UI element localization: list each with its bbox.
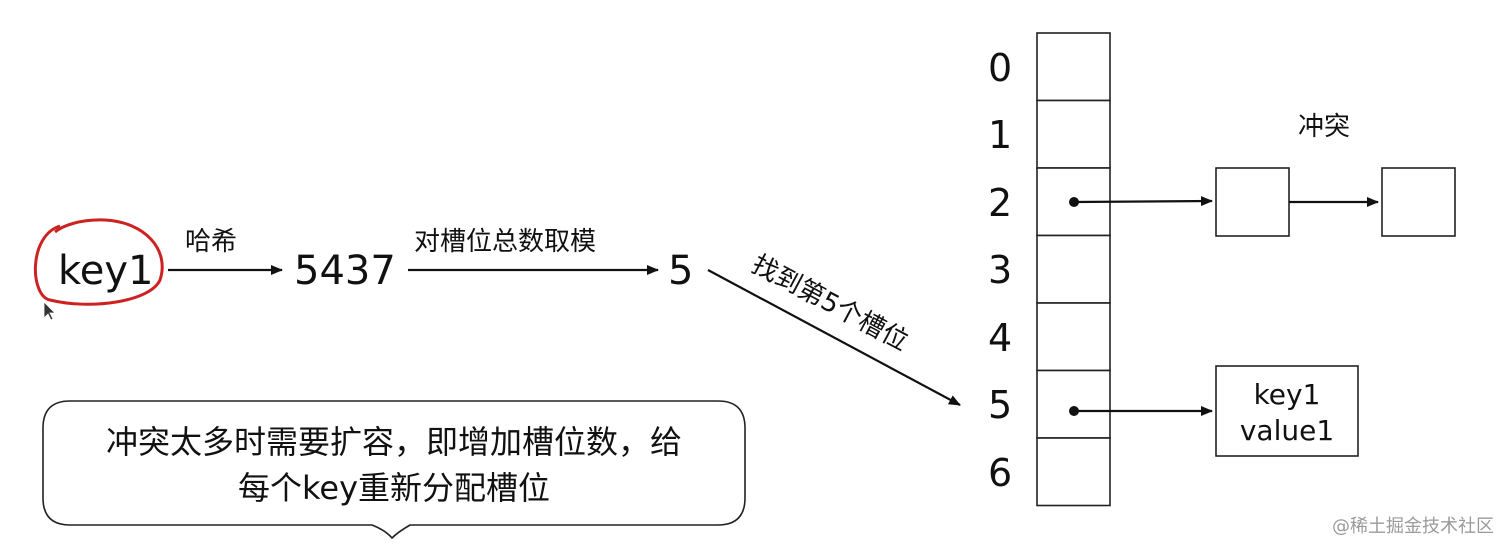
slot-index: 6 xyxy=(988,451,1012,495)
entry-node xyxy=(1215,365,1359,457)
mod-label: 对槽位总数取模 xyxy=(414,227,596,257)
slot-array xyxy=(1036,32,1111,507)
red-circle-annotation xyxy=(33,218,164,306)
find-slot-arrow xyxy=(707,269,961,406)
slot-index: 4 xyxy=(988,316,1012,360)
cursor-icon xyxy=(43,301,56,321)
collision-label: 冲突 xyxy=(1298,112,1350,142)
slot-cell xyxy=(1036,437,1111,507)
note-callout xyxy=(42,400,746,540)
slot-index: 5 xyxy=(988,383,1012,427)
key-label: key1 xyxy=(58,248,153,294)
watermark: @稀土掘金技术社区 xyxy=(1332,516,1494,537)
entry-value: value1 xyxy=(1240,414,1334,447)
collision-node xyxy=(1215,167,1290,237)
entry-key: key1 xyxy=(1254,378,1321,411)
slot-cell xyxy=(1036,369,1111,439)
note-line-2: 每个key重新分配槽位 xyxy=(238,469,550,507)
slot-cell xyxy=(1036,302,1111,372)
slot-cell xyxy=(1036,32,1111,102)
slot-result: 5 xyxy=(668,248,693,294)
note-line-1: 冲突太多时需要扩容，即增加槽位数，给 xyxy=(106,423,682,461)
slot-index: 3 xyxy=(988,248,1012,292)
slot2-pointer-arrow xyxy=(1073,196,1213,207)
hash-label: 哈希 xyxy=(185,227,237,257)
slot-index: 2 xyxy=(988,181,1012,225)
slot-cell xyxy=(1036,99,1111,169)
collision-node xyxy=(1381,167,1456,237)
slot-index: 0 xyxy=(988,46,1012,90)
slot-index: 1 xyxy=(988,113,1012,157)
slot-cell xyxy=(1036,234,1111,304)
hash-value: 5437 xyxy=(294,248,396,294)
